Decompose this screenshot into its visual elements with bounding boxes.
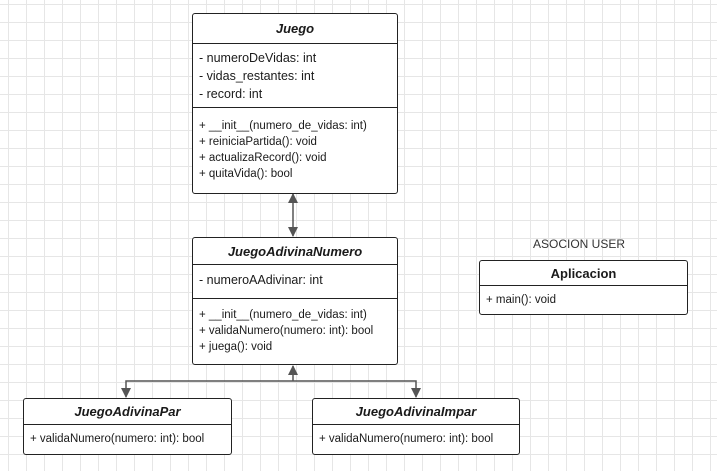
attribute-row: - numeroAAdivinar: int [199, 273, 323, 287]
class-juego-adivina-par-methods: + validaNumero(numero: int): bool [24, 425, 231, 447]
method-row: + __init__(numero_de_vidas: int) [199, 120, 367, 132]
method-row: + main(): void [486, 294, 556, 306]
class-juego-adivina-impar[interactable]: JuegoAdivinaImpar + validaNumero(numero:… [312, 398, 520, 455]
inheritance-branch-par [121, 380, 293, 398]
association-label: ASOCION USER [533, 237, 626, 251]
method-row: + validaNumero(numero: int): bool [30, 433, 205, 445]
attribute-row: - vidas_restantes: int [199, 69, 315, 83]
class-juego-adivina-numero-methods: + __init__(numero_de_vidas: int) + valid… [193, 299, 397, 355]
class-juego-adivina-par-title: JuegoAdivinaPar [24, 399, 231, 425]
class-juego-adivina-par[interactable]: JuegoAdivinaPar + validaNumero(numero: i… [23, 398, 232, 455]
class-juego-title: Juego [193, 14, 397, 44]
class-juego-adivina-numero-attributes: - numeroAAdivinar: int [193, 265, 397, 299]
method-row: + juega(): void [199, 341, 273, 353]
method-row: + quitaVida(): bool [199, 168, 293, 180]
method-row: + reiniciaPartida(): void [199, 136, 317, 148]
method-row: + validaNumero(numero: int): bool [199, 325, 374, 337]
method-row: + __init__(numero_de_vidas: int) [199, 309, 367, 321]
class-juego-methods: + __init__(numero_de_vidas: int) + reini… [193, 108, 397, 182]
class-aplicacion[interactable]: Aplicacion + main(): void [479, 260, 688, 315]
method-row: + validaNumero(numero: int): bool [319, 433, 494, 445]
class-juego[interactable]: Juego - numeroDeVidas: int - vidas_resta… [192, 13, 398, 194]
inheritance-branch-impar [293, 380, 421, 398]
class-juego-adivina-numero[interactable]: JuegoAdivinaNumero - numeroAAdivinar: in… [192, 237, 398, 365]
method-row: + actualizaRecord(): void [199, 152, 327, 164]
attribute-row: - numeroDeVidas: int [199, 51, 317, 65]
class-juego-attributes: - numeroDeVidas: int - vidas_restantes: … [193, 44, 397, 108]
attribute-row: - record: int [199, 87, 263, 101]
class-juego-adivina-impar-title: JuegoAdivinaImpar [313, 399, 519, 425]
class-juego-adivina-numero-title: JuegoAdivinaNumero [193, 238, 397, 265]
class-juego-adivina-impar-methods: + validaNumero(numero: int): bool [313, 425, 519, 447]
class-aplicacion-title: Aplicacion [480, 261, 687, 286]
class-aplicacion-methods: + main(): void [480, 286, 687, 308]
